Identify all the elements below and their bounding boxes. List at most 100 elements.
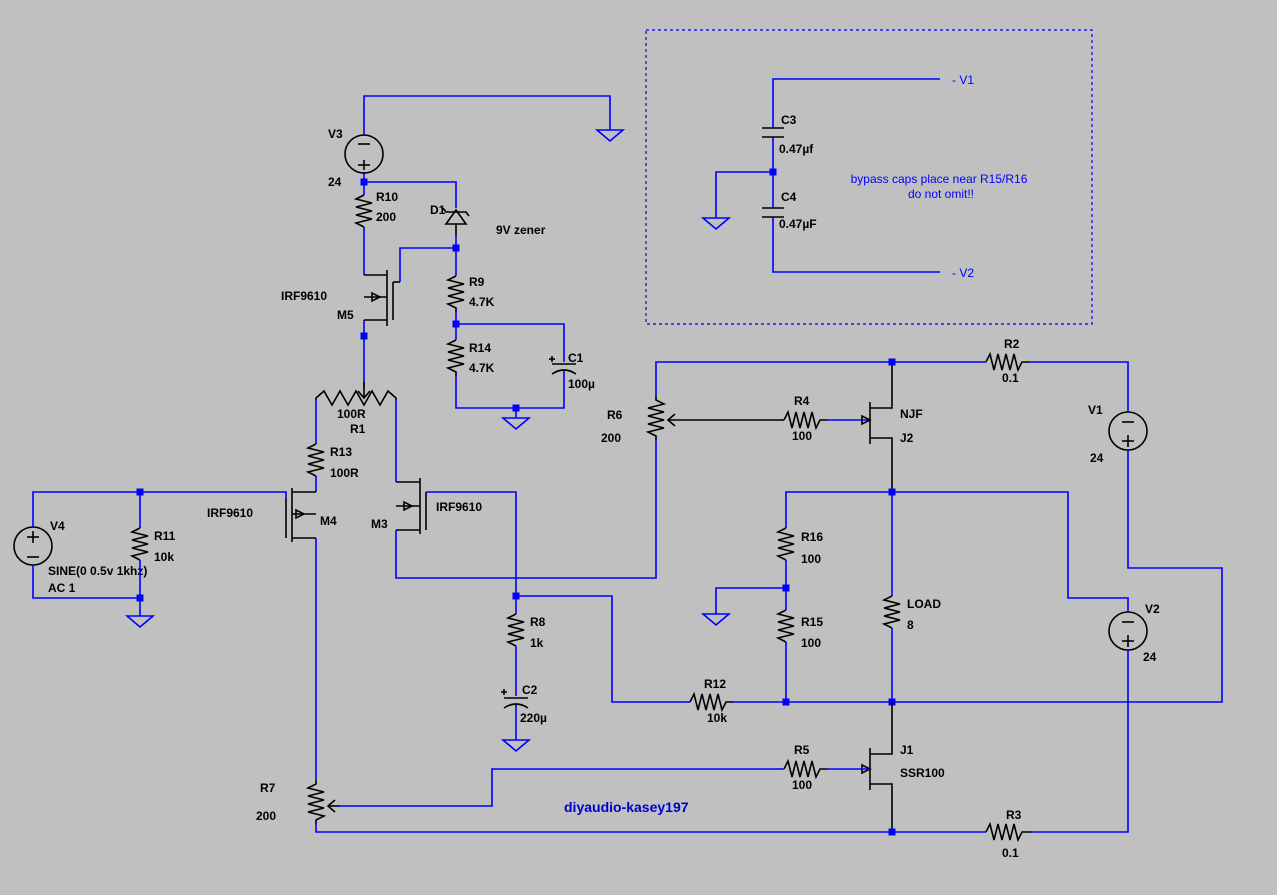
r1-value: 100R <box>337 407 366 421</box>
junction-dot <box>360 178 368 186</box>
c2-value: 220µ <box>520 711 547 725</box>
junction-dot <box>452 244 460 252</box>
c1-value: 100µ <box>568 377 595 391</box>
v3-ref: V3 <box>328 127 343 141</box>
r14-value: 4.7K <box>469 361 495 375</box>
j2-value: NJF <box>900 407 923 421</box>
r8-value: 1k <box>530 636 544 650</box>
r3-ref: R3 <box>1006 808 1022 822</box>
c4-value: 0.47µF <box>779 217 817 231</box>
r16-ref: R16 <box>801 530 823 544</box>
resistor-r11 <box>129 527 149 561</box>
v4-value: SINE(0 0.5v 1khz) <box>48 564 147 578</box>
d1-value: 9V zener <box>496 223 546 237</box>
resistor-r8 <box>505 613 525 647</box>
ground-symbol <box>124 615 156 629</box>
netlabel-minus-v2: - V2 <box>952 266 974 280</box>
resistor-r15 <box>775 609 795 643</box>
voltage-source-v3 <box>344 134 384 174</box>
r5-value: 100 <box>792 778 812 792</box>
m3-ref: M3 <box>371 517 388 531</box>
r10-ref: R10 <box>376 190 398 204</box>
zener-diode-d1 <box>442 207 470 236</box>
r4-ref: R4 <box>794 394 810 408</box>
r13-ref: R13 <box>330 445 352 459</box>
junction-dot <box>769 168 777 176</box>
r7-ref: R7 <box>260 781 276 795</box>
potentiometer-r7 <box>305 780 340 824</box>
r4-value: 100 <box>792 429 812 443</box>
r7-value: 200 <box>256 809 276 823</box>
ground-symbol <box>700 217 732 231</box>
r3-value: 0.1 <box>1002 846 1019 860</box>
m5-ref: M5 <box>337 308 354 322</box>
r12-ref: R12 <box>704 677 726 691</box>
bypass-note-line2: do not omit!! <box>908 187 974 201</box>
r10-value: 200 <box>376 210 396 224</box>
capacitor-c4 <box>762 207 784 218</box>
mosfet-m3 <box>396 478 427 534</box>
resistor-r10 <box>353 194 373 228</box>
j1-value: SSR100 <box>900 766 945 780</box>
load-ref: LOAD <box>907 597 941 611</box>
resistor-r16 <box>775 527 795 561</box>
c3-ref: C3 <box>781 113 797 127</box>
bypass-section: C3 0.47µf C4 0.47µF - V1 - V2 bypass cap… <box>645 29 1093 325</box>
capacitor-c1 <box>549 356 577 375</box>
r13-value: 100R <box>330 466 359 480</box>
potentiometer-r6 <box>645 396 784 440</box>
c2-ref: C2 <box>522 683 538 697</box>
bypass-dashed-box <box>645 29 1093 325</box>
r12-value: 10k <box>707 711 727 725</box>
ground-symbol <box>500 417 532 431</box>
r16-value: 100 <box>801 552 821 566</box>
r2-ref: R2 <box>1004 337 1020 351</box>
junction-dot <box>360 332 368 340</box>
v1-value: 24 <box>1090 451 1104 465</box>
v1-ref: V1 <box>1088 403 1103 417</box>
r11-ref: R11 <box>154 529 176 543</box>
v2-ref: V2 <box>1145 602 1160 616</box>
netlabel-minus-v1: - V1 <box>952 73 974 87</box>
resistor-r14 <box>445 339 465 376</box>
bias-wires <box>363 95 611 409</box>
m5-value: IRF9610 <box>281 289 327 303</box>
v4-ref: V4 <box>50 519 65 533</box>
resistor-r5 <box>783 758 828 780</box>
potentiometer-r1 <box>315 382 397 407</box>
r9-value: 4.7K <box>469 295 495 309</box>
m4-ref: M4 <box>320 514 337 528</box>
resistor-r9 <box>445 275 465 312</box>
c3-value: 0.47µf <box>779 142 814 156</box>
j2-ref: J2 <box>900 431 914 445</box>
r6-ref: R6 <box>607 408 623 422</box>
j1-ref: J1 <box>900 743 914 757</box>
d1-ref: D1 <box>430 203 446 217</box>
resistor-r12 <box>689 691 734 713</box>
jfet-j2 <box>861 362 893 492</box>
credit-label: diyaudio-kasey197 <box>564 799 689 815</box>
r11-value: 10k <box>154 550 174 564</box>
c1-ref: C1 <box>568 351 584 365</box>
v2-value: 24 <box>1143 650 1157 664</box>
v4-ac: AC 1 <box>48 581 76 595</box>
mosfet-m5 <box>364 270 400 326</box>
bypass-note-line1: bypass caps place near R15/R16 <box>851 172 1028 186</box>
m3-value: IRF9610 <box>436 500 482 514</box>
r2-value: 0.1 <box>1002 371 1019 385</box>
capacitor-c3 <box>762 127 784 138</box>
load-value: 8 <box>907 618 914 632</box>
capacitor-c2 <box>501 689 529 709</box>
resistor-r4 <box>783 409 828 431</box>
r8-ref: R8 <box>530 615 546 629</box>
junction-dot <box>452 320 460 328</box>
r6-value: 200 <box>601 431 621 445</box>
r9-ref: R9 <box>469 275 485 289</box>
ground-symbol <box>700 613 732 627</box>
r1-ref: R1 <box>350 422 366 436</box>
resistor-r2 <box>985 351 1030 373</box>
r15-ref: R15 <box>801 615 823 629</box>
ground-symbol <box>500 739 532 753</box>
